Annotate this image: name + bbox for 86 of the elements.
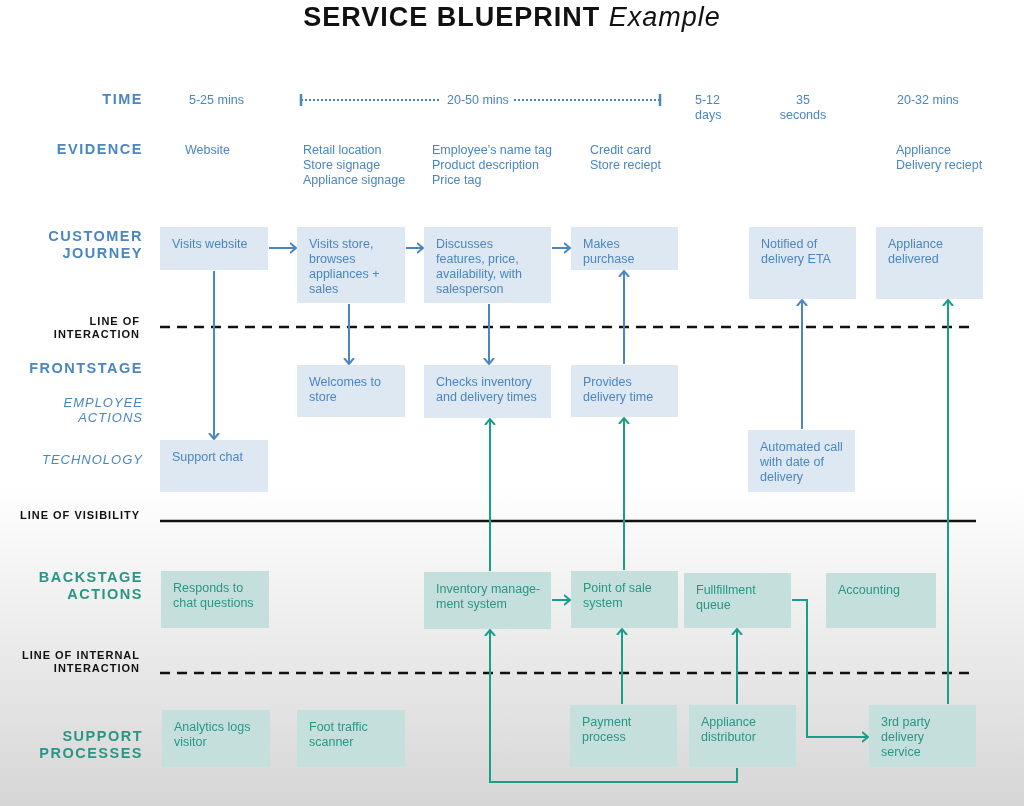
time-label: 20-32 mins xyxy=(897,93,959,108)
step-box xyxy=(571,365,678,417)
row-subheading: TECHNOLOGY xyxy=(41,452,143,467)
line-label: LINE OF INTERNAL INTERACTION xyxy=(20,649,140,675)
step-box xyxy=(826,573,936,628)
step-text: Point of sale system xyxy=(583,581,653,611)
evidence-item: Store reciept xyxy=(590,158,661,173)
step-text: Accounting xyxy=(838,583,901,598)
arrow xyxy=(268,242,297,254)
arrow xyxy=(551,242,571,254)
evidence-item: Credit card xyxy=(590,143,652,158)
step-box xyxy=(160,227,268,270)
arrow xyxy=(405,242,424,254)
step-text: Appliance distributor xyxy=(701,715,757,745)
arrow xyxy=(942,299,954,705)
evidence-item: Retail location xyxy=(303,143,382,158)
step-box xyxy=(571,571,678,628)
step-box xyxy=(869,705,976,767)
arrow xyxy=(796,299,808,430)
step-text: Fullfillment queue xyxy=(696,583,757,613)
time-label: 5-12 days xyxy=(695,93,723,123)
step-box xyxy=(424,365,551,418)
step-text: Appliance delivered xyxy=(888,237,944,267)
step-text: Checks inventory and delivery times xyxy=(436,375,538,405)
row-heading: TIME xyxy=(101,91,143,108)
step-text: Analytics logs visitor xyxy=(174,720,252,750)
arrow xyxy=(483,303,495,365)
arrow xyxy=(731,628,743,705)
evidence-item: Appliance xyxy=(896,143,951,158)
step-box xyxy=(424,227,551,303)
row-heading: SUPPORT PROCESSES xyxy=(38,728,143,762)
evidence-item: Delivery reciept xyxy=(896,158,983,173)
row-heading: CUSTOMER JOURNEY xyxy=(47,228,143,262)
step-box xyxy=(297,365,405,417)
step-text: Automated call with date of delivery xyxy=(760,440,844,485)
step-text: Discusses features, price, availability, with salesperson xyxy=(436,237,523,297)
arrow xyxy=(343,303,355,365)
step-box xyxy=(297,710,405,767)
step-box xyxy=(160,440,268,492)
time-label: 35 seconds xyxy=(778,93,828,123)
step-box xyxy=(684,573,791,628)
step-text: Support chat xyxy=(172,450,244,465)
evidence-item: Website xyxy=(185,143,230,158)
step-text: Inventory manage- ment system xyxy=(436,582,541,612)
arrow xyxy=(618,417,630,571)
step-text: 3rd party delivery service xyxy=(881,715,932,760)
arrow xyxy=(484,418,496,572)
evidence-item: Employee’s name tag xyxy=(432,143,552,158)
step-text: Provides delivery time xyxy=(583,375,655,405)
row-subheading: EMPLOYEE ACTIONS xyxy=(62,395,143,425)
step-text: Responds to chat questions xyxy=(173,581,255,611)
arrow xyxy=(791,599,869,743)
line-label: LINE OF INTERACTION xyxy=(52,315,140,341)
step-box xyxy=(297,227,405,303)
step-box xyxy=(876,227,983,299)
evidence-item: Product description xyxy=(432,158,539,173)
time-label: 20-50 mins xyxy=(447,93,509,108)
step-box xyxy=(161,571,269,628)
row-heading: EVIDENCE xyxy=(55,141,143,158)
step-box xyxy=(424,572,551,629)
line-label: LINE OF VISIBILITY xyxy=(18,509,140,522)
step-box xyxy=(689,705,796,767)
step-text: Visits store, browses appliances + sales xyxy=(309,237,381,297)
step-text: Visits website xyxy=(172,237,249,252)
evidence-item: Appliance signage xyxy=(303,173,406,188)
step-text: Welcomes to store xyxy=(309,375,382,405)
row-heading: FRONTSTAGE xyxy=(28,360,143,377)
step-box xyxy=(571,227,678,270)
arrow xyxy=(551,594,571,606)
step-text: Makes purchase xyxy=(583,237,636,267)
time-label: 5-25 mins xyxy=(189,93,244,108)
arrow xyxy=(616,628,628,705)
step-box xyxy=(749,227,856,299)
step-box xyxy=(570,705,677,767)
evidence-item: Store signage xyxy=(303,158,381,173)
arrow xyxy=(208,270,220,440)
step-text: Notified of delivery ETA xyxy=(761,237,832,267)
row-heading: BACKSTAGE ACTIONS xyxy=(37,569,143,603)
title: SERVICE BLUEPRINT Example xyxy=(302,2,722,33)
arrow xyxy=(484,629,738,783)
step-box xyxy=(748,430,855,492)
step-text: Foot traffic scanner xyxy=(309,720,369,750)
arrow xyxy=(618,270,630,365)
step-box xyxy=(162,710,270,767)
evidence-item: Price tag xyxy=(432,173,482,188)
step-text: Payment process xyxy=(582,715,633,745)
